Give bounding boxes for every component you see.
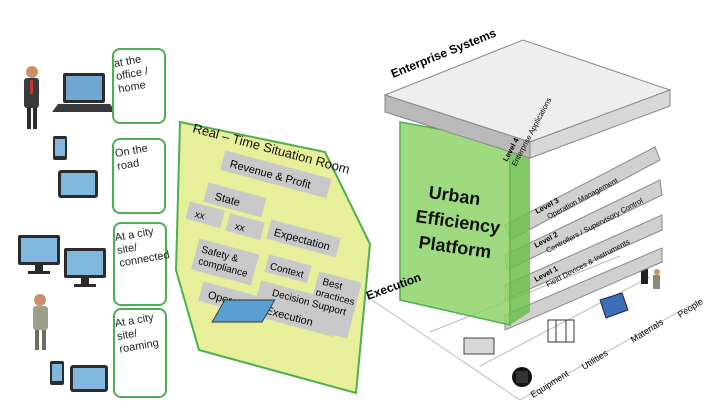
- situation-room-panel: Real – Time Situation Room Revenue & Pro…: [174, 120, 372, 395]
- callout-label: at the office / home: [112, 53, 150, 96]
- svg-text:xx: xx: [193, 209, 206, 222]
- callout-label: On the road: [114, 142, 149, 173]
- field-worker-icon: [33, 294, 48, 350]
- tablet-icon: [58, 170, 98, 198]
- execution-floor: [371, 255, 701, 401]
- callout-label: At a city site/ roaming: [113, 311, 160, 356]
- mobile-devices-icon: [50, 361, 108, 392]
- monitor-icon: [18, 235, 106, 287]
- callout-on-the-road: On the road: [112, 138, 166, 214]
- category-people: People: [676, 296, 705, 319]
- category-equipment: Equipment: [529, 368, 571, 400]
- tile-state: State: [203, 182, 267, 218]
- business-person-icon: [24, 66, 39, 129]
- tile-xx-2: xx: [225, 213, 265, 241]
- category-utilities: Utilities: [580, 348, 610, 372]
- callout-city-site-roaming: At a city site/ roaming: [113, 308, 167, 398]
- tile-xx-1: xx: [185, 201, 225, 229]
- svg-text:Best: Best: [321, 277, 343, 293]
- laptop-icon: [52, 73, 116, 112]
- solar-panel-icon: [599, 292, 629, 319]
- equipment-box-icon: [463, 337, 495, 355]
- equipment-cable-reel-icon: [512, 367, 532, 387]
- callout-label: At a city site/ connected: [113, 225, 171, 270]
- callout-office-home: at the office / home: [112, 48, 166, 124]
- category-materials: Materials: [629, 317, 666, 345]
- platform-stack: [211, 39, 701, 401]
- svg-text:xx: xx: [233, 221, 246, 234]
- utilities-plant-icon: [547, 319, 575, 343]
- callout-city-site-connected: At a city site/ connected: [113, 222, 171, 306]
- water-pool-icon: [211, 299, 276, 323]
- tile-safety-compliance: Safety & compliance: [191, 238, 260, 286]
- phone-icon: [53, 136, 67, 160]
